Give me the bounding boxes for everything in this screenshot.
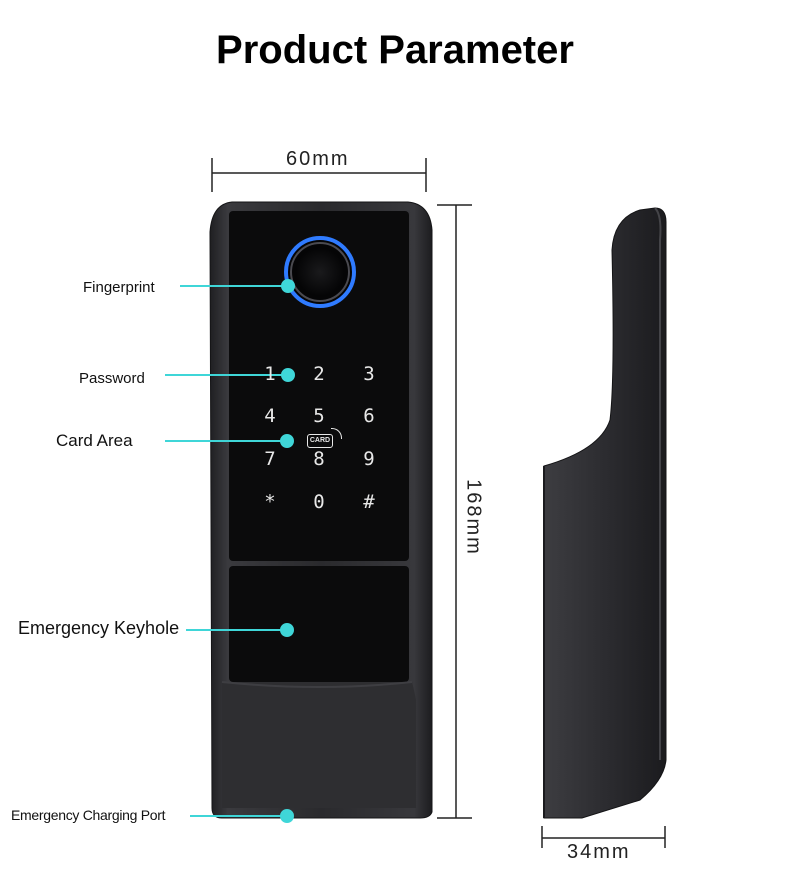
keypad-panel: [229, 211, 409, 561]
card-area-label: Card Area: [56, 431, 133, 450]
keypad-key-5[interactable]: 5: [313, 405, 325, 427]
fingerprint-sensor[interactable]: [284, 236, 356, 308]
keypad-key-9[interactable]: 9: [363, 448, 375, 470]
keypad-key-0[interactable]: 0: [313, 491, 325, 513]
keypad-key-7[interactable]: 7: [264, 448, 276, 470]
keypad-key-3[interactable]: 3: [363, 363, 375, 385]
keyhole-cover: [229, 566, 409, 682]
keypad-key-1[interactable]: 1: [264, 363, 276, 385]
keypad-key-8[interactable]: 8: [313, 448, 325, 470]
keypad-key-2[interactable]: 2: [313, 363, 325, 385]
keypad-key-4[interactable]: 4: [264, 405, 276, 427]
keypad-key-star[interactable]: *: [264, 491, 276, 513]
lock-front-view: [209, 201, 433, 819]
emergency-charging-port-label: Emergency Charging Port: [11, 807, 166, 823]
emergency-keyhole-label: Emergency Keyhole: [18, 618, 180, 638]
lock-side-view: [543, 207, 667, 819]
height-dimension-line: [437, 204, 472, 819]
width-dimension-line: [211, 158, 427, 192]
depth-dimension-line: [541, 826, 666, 848]
keypad-key-6[interactable]: 6: [363, 405, 375, 427]
keypad-key-hash[interactable]: #: [363, 491, 375, 513]
height-dimension-label: 168mm: [462, 479, 485, 556]
page-title: Product Parameter: [216, 28, 574, 72]
fingerprint-label: Fingerprint: [83, 279, 155, 296]
depth-dimension-label: 34mm: [567, 841, 631, 863]
password-label: Password: [79, 370, 145, 387]
card-badge: CARD: [307, 434, 333, 448]
width-dimension-label: 60mm: [286, 148, 350, 170]
callout-lines: [165, 279, 295, 823]
